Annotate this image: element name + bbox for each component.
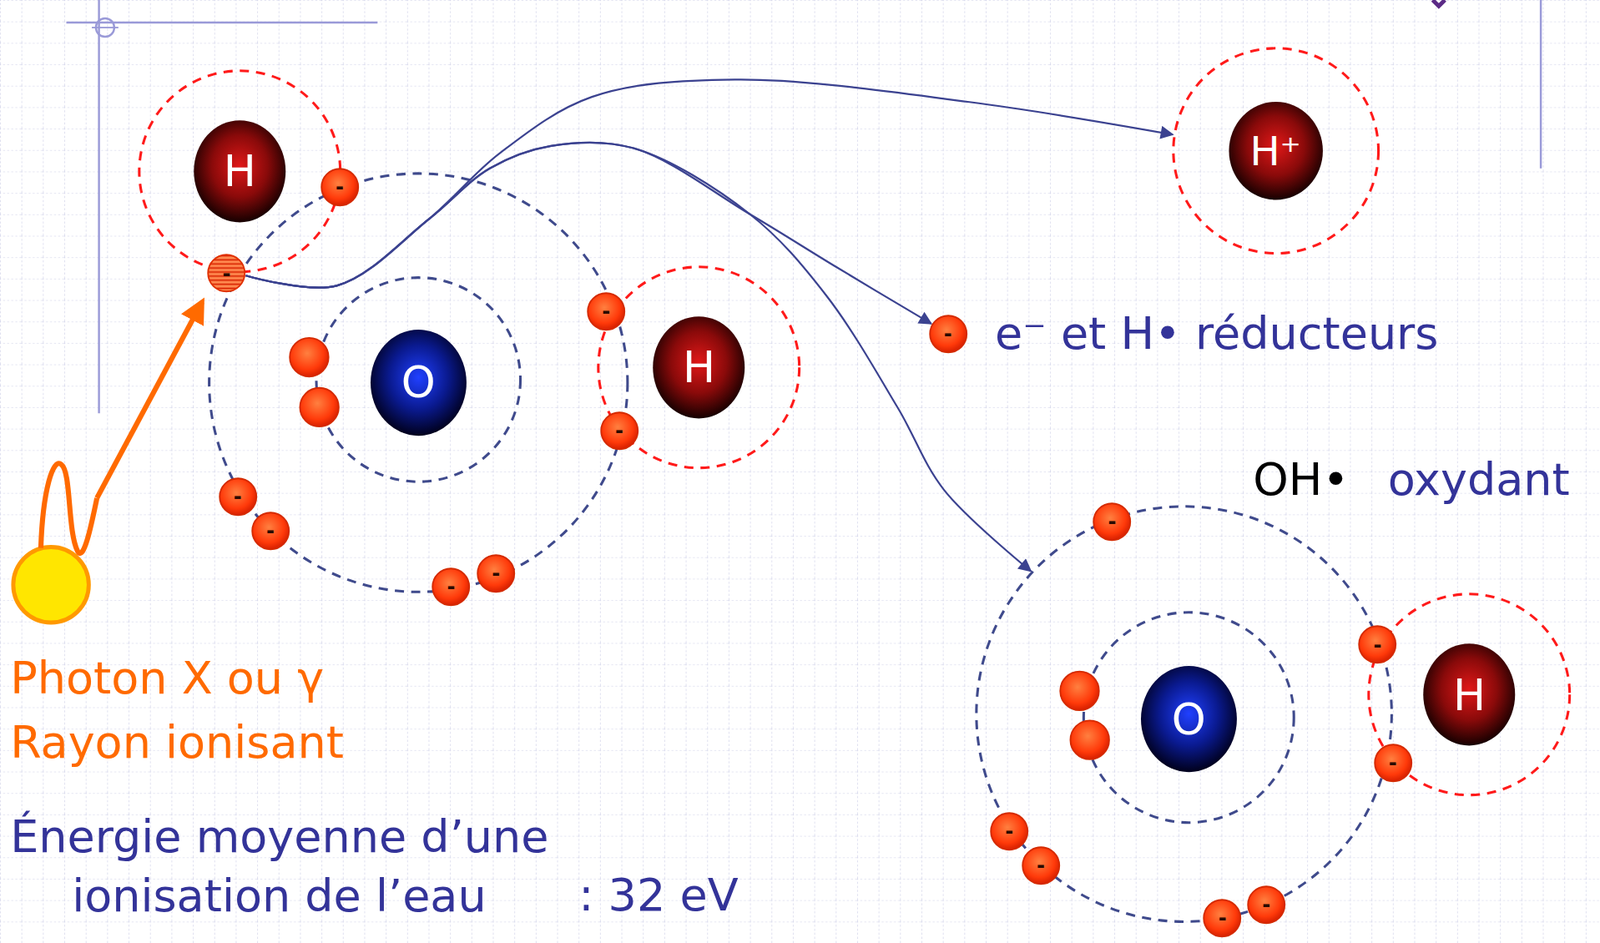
electron: - [476, 554, 515, 593]
electron-charge: - [1372, 635, 1382, 656]
ionized-electron: - [206, 253, 246, 293]
photon-wave [40, 463, 97, 554]
electron-disc [432, 568, 470, 606]
electron-disc [1358, 626, 1396, 664]
electron: - [928, 314, 968, 354]
atom-symbol: H⁺ [1249, 131, 1301, 172]
photon-source [13, 546, 89, 622]
electron: - [1202, 898, 1242, 938]
electron-charge: - [1108, 511, 1117, 532]
electron-charge: - [266, 520, 275, 541]
hydrogen-orbit [598, 267, 800, 469]
hydrogen-nucleus [193, 120, 286, 223]
electron: - [431, 567, 470, 606]
oxygen-nucleus [1140, 666, 1237, 773]
annotation: Énergie moyenne d’une ionisation de l’ea… [10, 807, 628, 926]
reaction-arrow [245, 142, 931, 324]
oxygen-atom: O [370, 329, 467, 436]
hydrogen-atom: H [137, 69, 343, 274]
atom-symbol: O [1171, 697, 1207, 742]
electron-charge: - [943, 323, 953, 344]
photon-arrow [96, 302, 202, 499]
inner-electron [289, 338, 329, 377]
electron-charge: - [222, 263, 231, 284]
annotation: Rayon ionisant [10, 716, 344, 771]
electron-disc [321, 168, 359, 206]
electron-charge: - [446, 576, 455, 597]
electron-disc [1022, 847, 1060, 884]
inner-electron [1059, 671, 1099, 711]
electron: - [1021, 846, 1060, 885]
electron: - [1246, 885, 1286, 924]
atom-symbol: H [1453, 673, 1486, 717]
electron-charge: - [601, 301, 611, 322]
electron-disc [600, 412, 638, 450]
electron: - [586, 292, 626, 331]
electron: - [600, 411, 639, 450]
hydrogen-ion: H⁺ [1171, 46, 1380, 255]
atom-symbol: H [682, 345, 716, 389]
electron-disc [477, 555, 515, 592]
electron-disc [1094, 503, 1131, 541]
decor-line [91, 26, 119, 29]
inner-orbit [1083, 612, 1294, 823]
oxygen-atom: O [1140, 666, 1237, 773]
reaction-arrow [245, 142, 1031, 572]
annotation: : 32 eV [578, 868, 738, 924]
annotation: e⁻ et H• réducteurs [994, 306, 1439, 361]
electron-disc [1374, 744, 1412, 782]
radical-label: OH• [1252, 452, 1349, 507]
electron: - [1373, 743, 1413, 783]
hydrogen-orbit [139, 70, 341, 273]
inner-electron [299, 388, 339, 427]
electron-charge: - [1004, 821, 1014, 842]
hydrogen-nucleus [1423, 643, 1515, 746]
decor-line [1539, 0, 1542, 169]
outer-orbit [209, 173, 628, 592]
electron-disc [990, 812, 1028, 850]
oxygen-nucleus [370, 329, 467, 436]
inner-electron [1070, 720, 1109, 759]
atom-symbol: O [401, 360, 436, 404]
electron-charge: - [335, 176, 344, 197]
electron-charge: - [1218, 908, 1227, 929]
radical-label: oxydant [1388, 452, 1570, 507]
electron-charge: - [233, 486, 243, 507]
electron-disc [1247, 886, 1285, 924]
electron: - [1092, 502, 1131, 541]
electron: - [320, 167, 359, 207]
electron-charge: - [491, 563, 500, 584]
hydrogen-orbit [1172, 48, 1378, 254]
annotation: Photon X ou γ [10, 651, 324, 707]
electron: - [1357, 625, 1397, 664]
electron-charge: - [615, 420, 624, 441]
electron-charge: - [1036, 855, 1045, 876]
electron-disc [1204, 899, 1242, 937]
electron-disc [252, 512, 289, 550]
electron-disc [219, 478, 257, 515]
decor-mark [1432, 0, 1445, 6]
outer-orbit [975, 506, 1392, 923]
electron-charge: - [1261, 894, 1271, 915]
electron: - [251, 511, 290, 551]
electron-disc [929, 315, 967, 353]
decor-line [97, 0, 100, 414]
electron: - [989, 812, 1029, 851]
hatched-electron-disc [207, 255, 245, 293]
hydrogen-nucleus [652, 316, 745, 419]
atom-symbol: H [223, 149, 257, 193]
electron-disc [587, 292, 625, 330]
inner-orbit [316, 277, 521, 483]
electron: - [218, 477, 258, 516]
electron-charge: - [1388, 752, 1398, 773]
hydrogen-orbit [1368, 594, 1570, 796]
hydrogen-nucleus [1228, 101, 1323, 200]
